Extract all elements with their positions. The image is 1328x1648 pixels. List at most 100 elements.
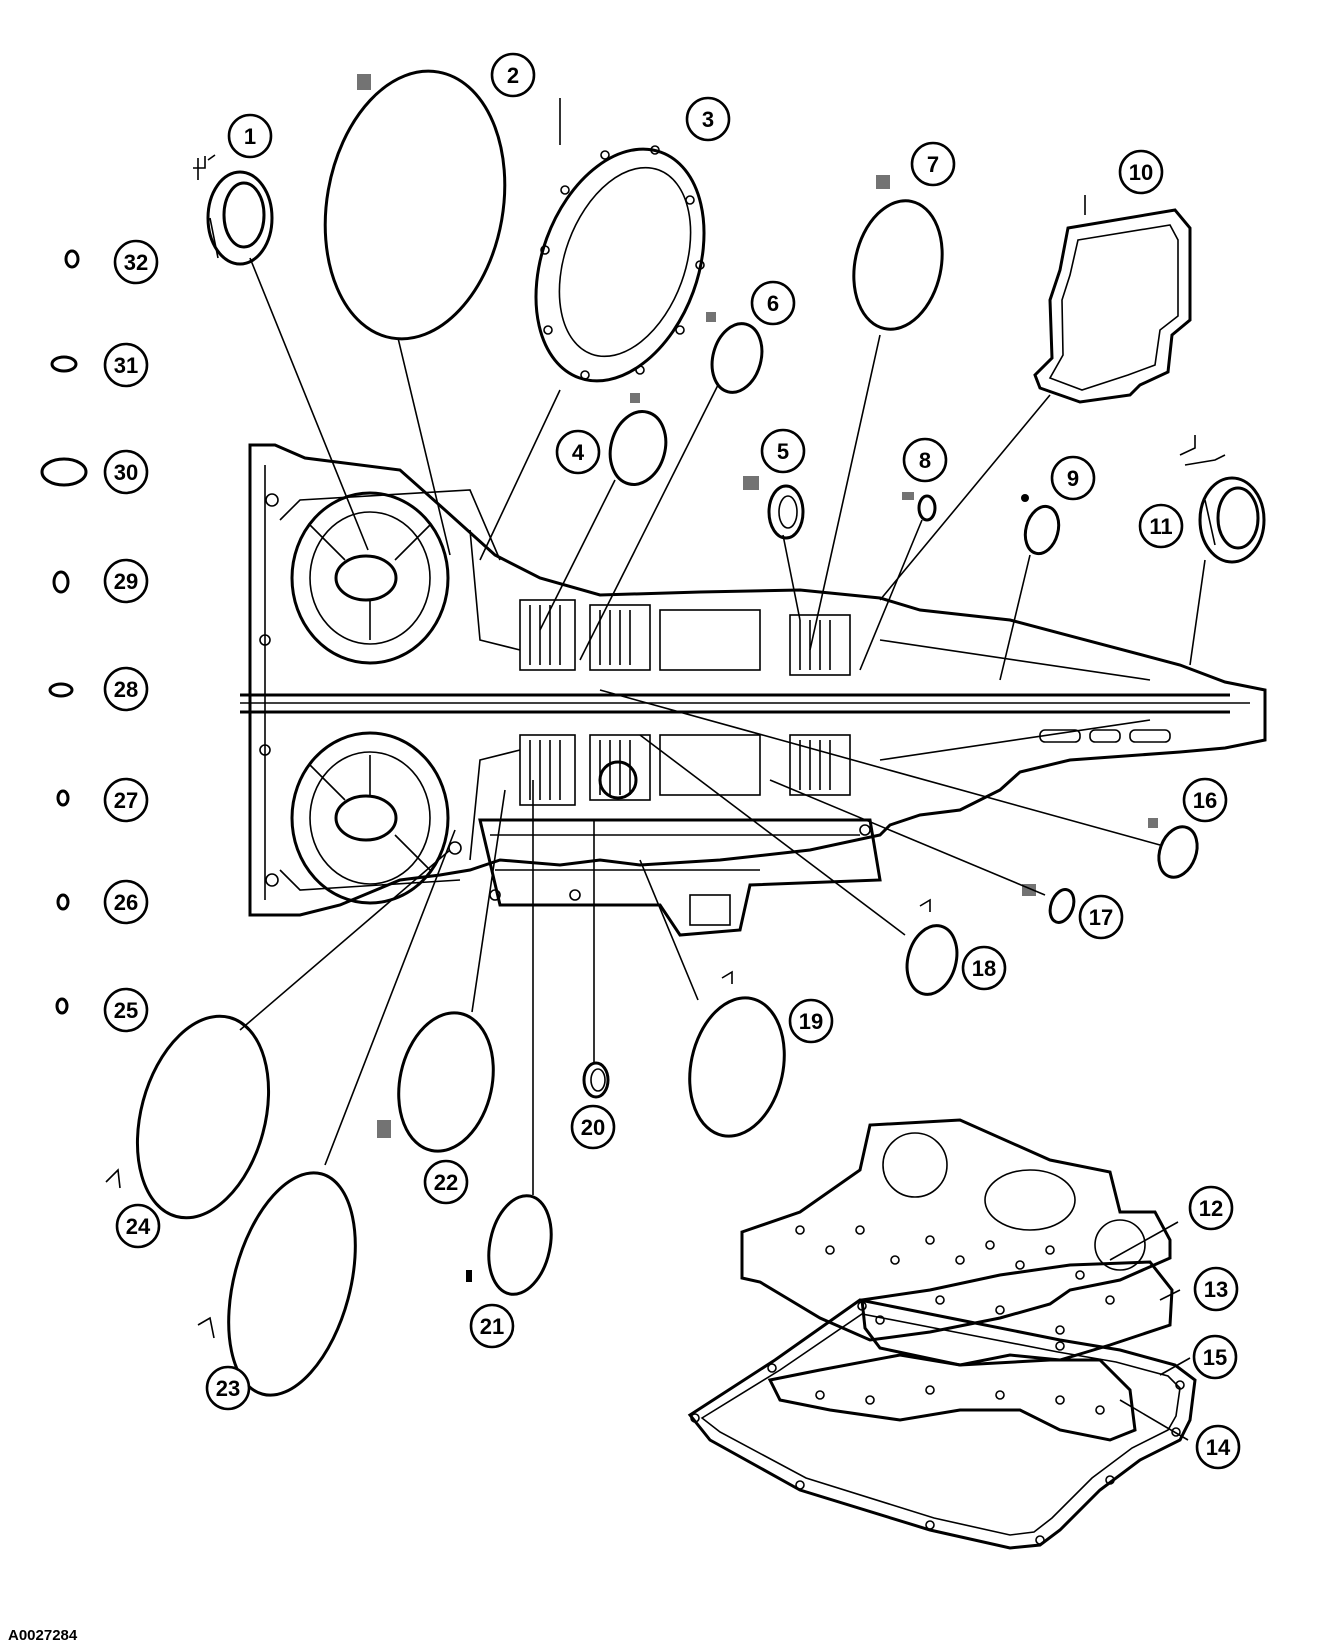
callout-label: 9	[1067, 466, 1079, 491]
callout-24: 24	[115, 1203, 161, 1249]
callout-label: 16	[1193, 788, 1217, 813]
callout-15: 15	[1192, 1334, 1238, 1380]
callout-11: 11	[1138, 503, 1184, 549]
callout-label: 31	[114, 353, 138, 378]
callout-circle	[1182, 777, 1228, 823]
figure-id: A0027284	[8, 1627, 78, 1644]
callout-4: 4	[555, 429, 601, 475]
callout-circle	[1050, 455, 1096, 501]
callout-label: 8	[919, 448, 931, 473]
callout-19: 19	[788, 998, 834, 1044]
parts	[40, 69, 1266, 1550]
callout-label: 21	[480, 1314, 504, 1339]
callout-circle	[423, 1159, 469, 1205]
transmission-assembly	[240, 443, 1267, 937]
o-ring-31	[50, 355, 78, 373]
callout-circle	[103, 449, 149, 495]
callout-8: 8	[902, 437, 948, 483]
callout-28: 28	[103, 666, 149, 712]
callout-label: 11	[1149, 514, 1172, 539]
ring-17	[1048, 888, 1076, 924]
callout-label: 6	[767, 291, 779, 316]
callout-14: 14	[1195, 1424, 1241, 1470]
callout-10: 10	[1118, 149, 1164, 195]
callout-label: 18	[972, 956, 996, 981]
ring-21	[487, 1194, 553, 1296]
callout-3: 3	[685, 96, 731, 142]
callout-label: 29	[114, 569, 138, 594]
callout-circle	[490, 52, 536, 98]
ring-24	[135, 1014, 271, 1220]
callout-29: 29	[103, 558, 149, 604]
callout-22: 22	[423, 1159, 469, 1205]
oil-pan-gasket	[687, 1298, 1197, 1550]
callout-label: 24	[126, 1214, 151, 1239]
callout-2: 2	[490, 52, 536, 98]
callout-circle	[1188, 1185, 1234, 1231]
callout-label: 4	[572, 440, 585, 465]
seal-5	[767, 484, 805, 540]
callout-circle	[103, 879, 149, 925]
callout-circle	[788, 998, 834, 1044]
seal-20	[582, 1061, 610, 1099]
callout-6: 6	[750, 280, 796, 326]
callout-circle	[113, 239, 159, 285]
callout-circle	[685, 96, 731, 142]
callout-12: 12	[1188, 1185, 1234, 1231]
callout-circle	[760, 428, 806, 474]
callout-circle	[103, 777, 149, 823]
callout-circle	[961, 945, 1007, 991]
callout-26: 26	[103, 879, 149, 925]
callout-16: 16	[1182, 777, 1228, 823]
ring-22	[397, 1011, 495, 1153]
callout-label: 32	[124, 250, 148, 275]
callout-circle	[103, 666, 149, 712]
callout-27: 27	[103, 777, 149, 823]
callout-23: 23	[205, 1365, 251, 1411]
callout-label: 10	[1129, 160, 1153, 185]
callout-label: 26	[114, 890, 138, 915]
ring-18	[905, 924, 959, 996]
o-ring-28	[48, 682, 74, 698]
callout-label: 5	[777, 439, 789, 464]
callout-5: 5	[760, 428, 806, 474]
callout-label: 3	[702, 107, 714, 132]
callout-label: 20	[581, 1115, 605, 1140]
ring-16	[1157, 825, 1199, 879]
o-ring-29	[52, 570, 70, 594]
callout-9: 9	[1050, 455, 1096, 501]
callout-label: 17	[1089, 905, 1113, 930]
separator-plate-and-gaskets	[740, 1118, 1174, 1442]
callout-7: 7	[910, 141, 956, 187]
callout-label: 25	[114, 998, 138, 1023]
callout-label: 1	[244, 124, 256, 149]
ring-9	[1023, 504, 1061, 556]
o-ring-27	[56, 789, 70, 807]
ring-19	[688, 996, 786, 1138]
callout-label: 12	[1199, 1196, 1223, 1221]
callout-circle	[1078, 894, 1124, 940]
callout-circle	[1118, 149, 1164, 195]
callout-circle	[1138, 503, 1184, 549]
o-ring-30	[40, 457, 88, 487]
callout-label: 27	[114, 788, 138, 813]
front-pump-seal	[206, 170, 274, 266]
callout-label: 15	[1203, 1345, 1227, 1370]
pump-gasket	[534, 145, 706, 383]
ring-23	[227, 1171, 357, 1397]
callout-label: 23	[216, 1376, 240, 1401]
extension-housing-gasket	[1033, 208, 1192, 404]
callout-circle	[205, 1365, 251, 1411]
callout-label: 28	[114, 677, 138, 702]
callout-21: 21	[469, 1303, 515, 1349]
ring-4	[608, 410, 668, 486]
callout-circle	[1193, 1266, 1239, 1312]
callout-circle	[103, 558, 149, 604]
callout-circle	[469, 1303, 515, 1349]
callout-circle	[1192, 1334, 1238, 1380]
callout-circle	[570, 1104, 616, 1150]
callout-30: 30	[103, 449, 149, 495]
callout-circle	[555, 429, 601, 475]
pump-o-ring	[323, 69, 507, 341]
